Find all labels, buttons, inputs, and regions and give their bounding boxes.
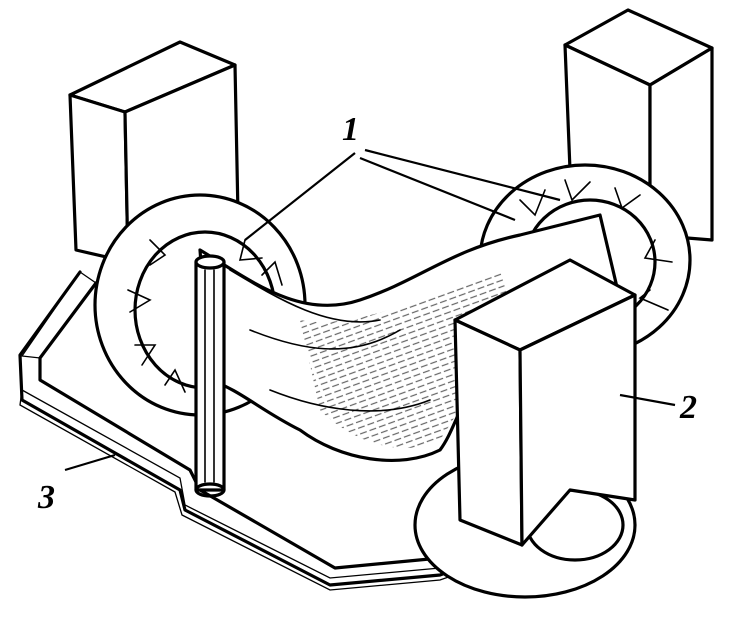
callout-2: 2	[679, 389, 697, 426]
callout-1: 1	[342, 111, 359, 148]
post-front-right	[453, 258, 637, 547]
callout-3: 3	[37, 479, 55, 516]
spikes-right	[519, 179, 673, 311]
spikes-left	[127, 239, 283, 393]
vertical-shaft	[194, 254, 226, 498]
leader-lines	[64, 148, 676, 472]
